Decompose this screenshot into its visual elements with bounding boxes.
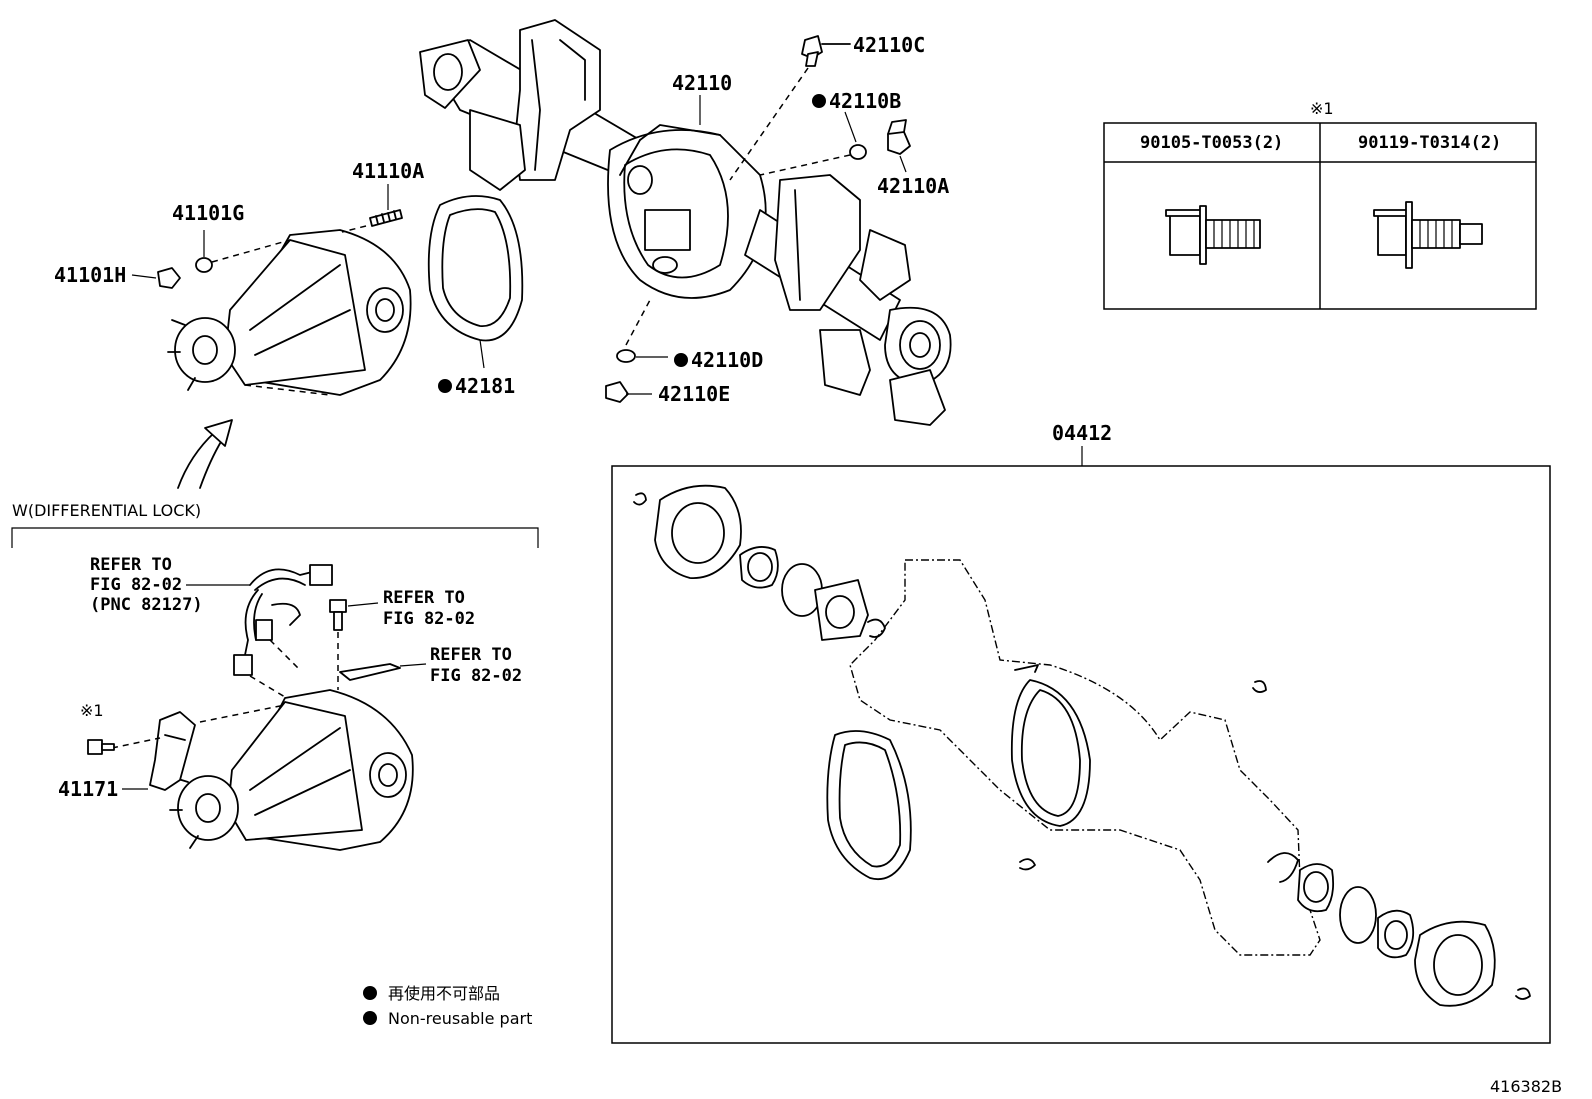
- diff-lock-header: W(DIFFERENTIAL LOCK): [12, 501, 201, 520]
- refer-note-3-line2: FIG 82-02: [430, 666, 522, 686]
- part-label-42110C: 42110C: [853, 33, 925, 57]
- washer-icon: [195, 257, 213, 273]
- part-label-04412: 04412: [1052, 421, 1112, 445]
- drain-washer-icon: [616, 349, 636, 363]
- differential-carrier-icon: [167, 229, 412, 396]
- refer-note-2-line2: FIG 82-02: [383, 609, 475, 629]
- breather-plug-icon: [801, 35, 851, 67]
- bolt-icon: [1165, 205, 1261, 265]
- refer-note-1-line1: REFER TO: [90, 555, 172, 575]
- bracket-icon: [149, 711, 196, 791]
- bolt-table-col1: 90105-T0053(2): [1140, 133, 1283, 153]
- differential-carrier-icon: [169, 689, 414, 851]
- figure-id: 416382B: [1490, 1077, 1562, 1096]
- filled-circle-icon: [363, 986, 377, 1000]
- legend-jp: 再使用不可部品: [388, 984, 500, 1003]
- part-label-42110D: 42110D: [691, 348, 763, 372]
- part-label-41171: 41171: [58, 777, 118, 801]
- bolt-table: 90105-T0053(2) 90119-T0314(2): [1103, 122, 1537, 310]
- part-label-42110B: 42110B: [829, 89, 901, 113]
- part-label-42181: 42181: [455, 374, 515, 398]
- gasket-icon: [427, 195, 524, 342]
- part-label-41110A: 41110A: [352, 159, 424, 183]
- bolt-icon: [1373, 201, 1483, 269]
- bolt-icon: [87, 739, 115, 755]
- part-label-41101G: 41101G: [172, 201, 244, 225]
- note-mark-left: ※1: [80, 701, 104, 720]
- filled-circle-icon: [363, 1011, 377, 1025]
- note-mark-table: ※1: [1310, 99, 1334, 118]
- filled-circle-icon: [674, 353, 688, 367]
- refer-note-1-line3: (PNC 82127): [90, 595, 203, 615]
- bolt-icon: [329, 599, 347, 631]
- switch-bracket-icon: [339, 663, 401, 681]
- filled-circle-icon: [438, 379, 452, 393]
- part-label-42110: 42110: [672, 71, 732, 95]
- drain-plug-icon: [605, 381, 629, 403]
- gasket-kit-contents: [633, 484, 1531, 1007]
- gasket-kit-box: [611, 465, 1551, 1044]
- stud-bolt-icon: [369, 209, 403, 227]
- refer-note-2-line1: REFER TO: [383, 588, 465, 608]
- axle-housing-icon: [419, 19, 952, 426]
- washer-icon: [849, 144, 867, 160]
- part-label-41101H: 41101H: [54, 263, 126, 287]
- legend-en: Non-reusable part: [388, 1009, 532, 1028]
- wire-harness-icon: [233, 564, 333, 676]
- nut-icon: [157, 267, 181, 289]
- part-label-42110A: 42110A: [877, 174, 949, 198]
- filled-circle-icon: [812, 94, 826, 108]
- refer-note-1-line2: FIG 82-02: [90, 575, 182, 595]
- refer-note-3-line1: REFER TO: [430, 645, 512, 665]
- bolt-table-col2: 90119-T0314(2): [1358, 133, 1501, 153]
- part-label-42110E: 42110E: [658, 382, 730, 406]
- filler-plug-icon: [887, 119, 911, 155]
